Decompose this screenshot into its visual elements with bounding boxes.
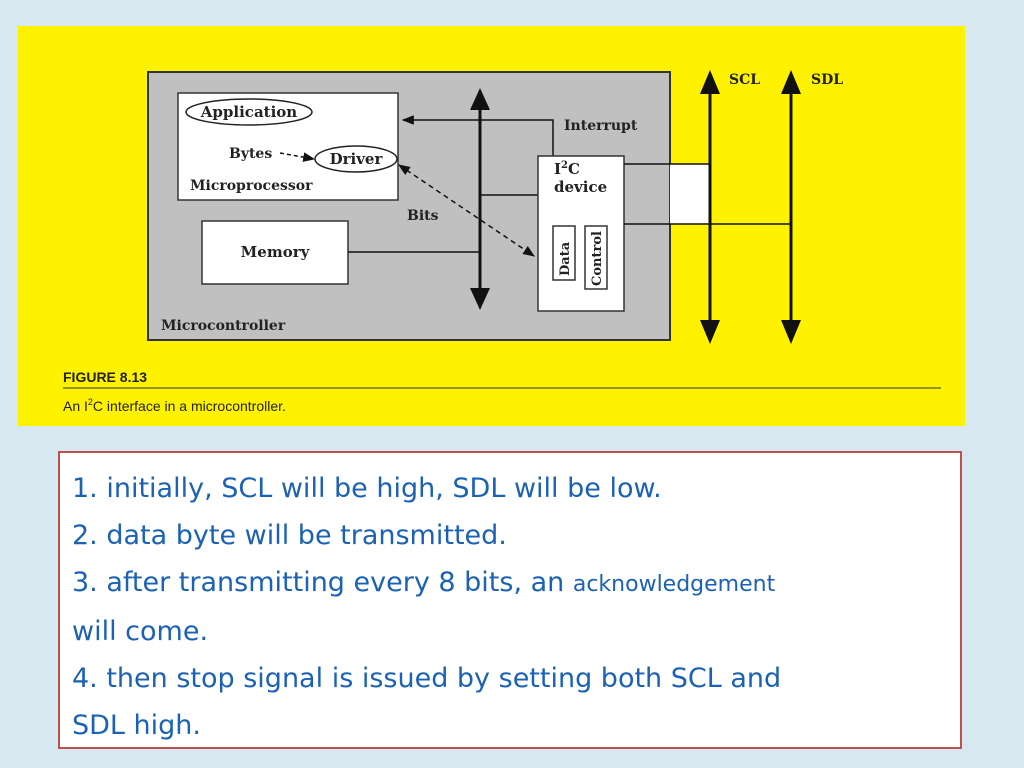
microcontroller-label: Microcontroller [161,318,286,334]
note-line-1: 1. initially, SCL will be high, SDL will… [72,473,662,504]
note-line-2: 2. data byte will be transmitted. [72,520,507,551]
note-line-3-main: 3. after transmitting every 8 bits, an [72,567,573,598]
figure-panel: Application Driver Bytes Microprocessor … [18,26,965,426]
sdl-arrow-down [781,320,801,344]
microprocessor-label: Microprocessor [190,178,313,194]
scl-arrow-up [700,70,720,94]
bus-arrow-up [470,88,490,110]
i2c-diagram: Application Driver Bytes Microprocessor … [63,70,941,414]
note-line-3: 3. after transmitting every 8 bits, an a… [72,559,948,608]
data-label: Data [558,241,573,276]
notes-box: 1. initially, SCL will be high, SDL will… [58,451,962,749]
note-line-3-acknowledgement: acknowledgement [572,572,776,597]
application-label: Application [200,103,297,121]
i2c-device-title: I2C [554,160,580,178]
interrupt-label: Interrupt [564,118,638,134]
memory-box [201,220,349,285]
interrupt-line [401,115,554,156]
control-label: Control [590,231,605,286]
data-register [552,225,576,281]
bits-arrow [398,164,535,257]
driver-label: Driver [330,150,384,168]
sdl-arrow-up [781,70,801,94]
sdl-label: SDL [811,72,843,88]
figure-number: FIGURE 8.13 [63,369,147,385]
scl-arrow-down [700,320,720,344]
bytes-arrow [279,152,316,162]
note-line-6: SDL high. [72,710,202,741]
i2c-device-subtitle: device [554,178,607,196]
memory-label: Memory [241,243,311,261]
control-register [584,225,608,290]
note-line-4: will come. [72,616,209,647]
application-ellipse [185,98,313,126]
bytes-label: Bytes [229,146,272,162]
figure-caption: An I2C interface in a microcontroller. [63,397,286,414]
bus-arrow-down [470,288,490,310]
bits-label: Bits [407,208,439,224]
note-line-5: 4. then stop signal is issued by setting… [72,663,782,694]
bus-connector [670,164,710,224]
scl-label: SCL [729,72,760,88]
